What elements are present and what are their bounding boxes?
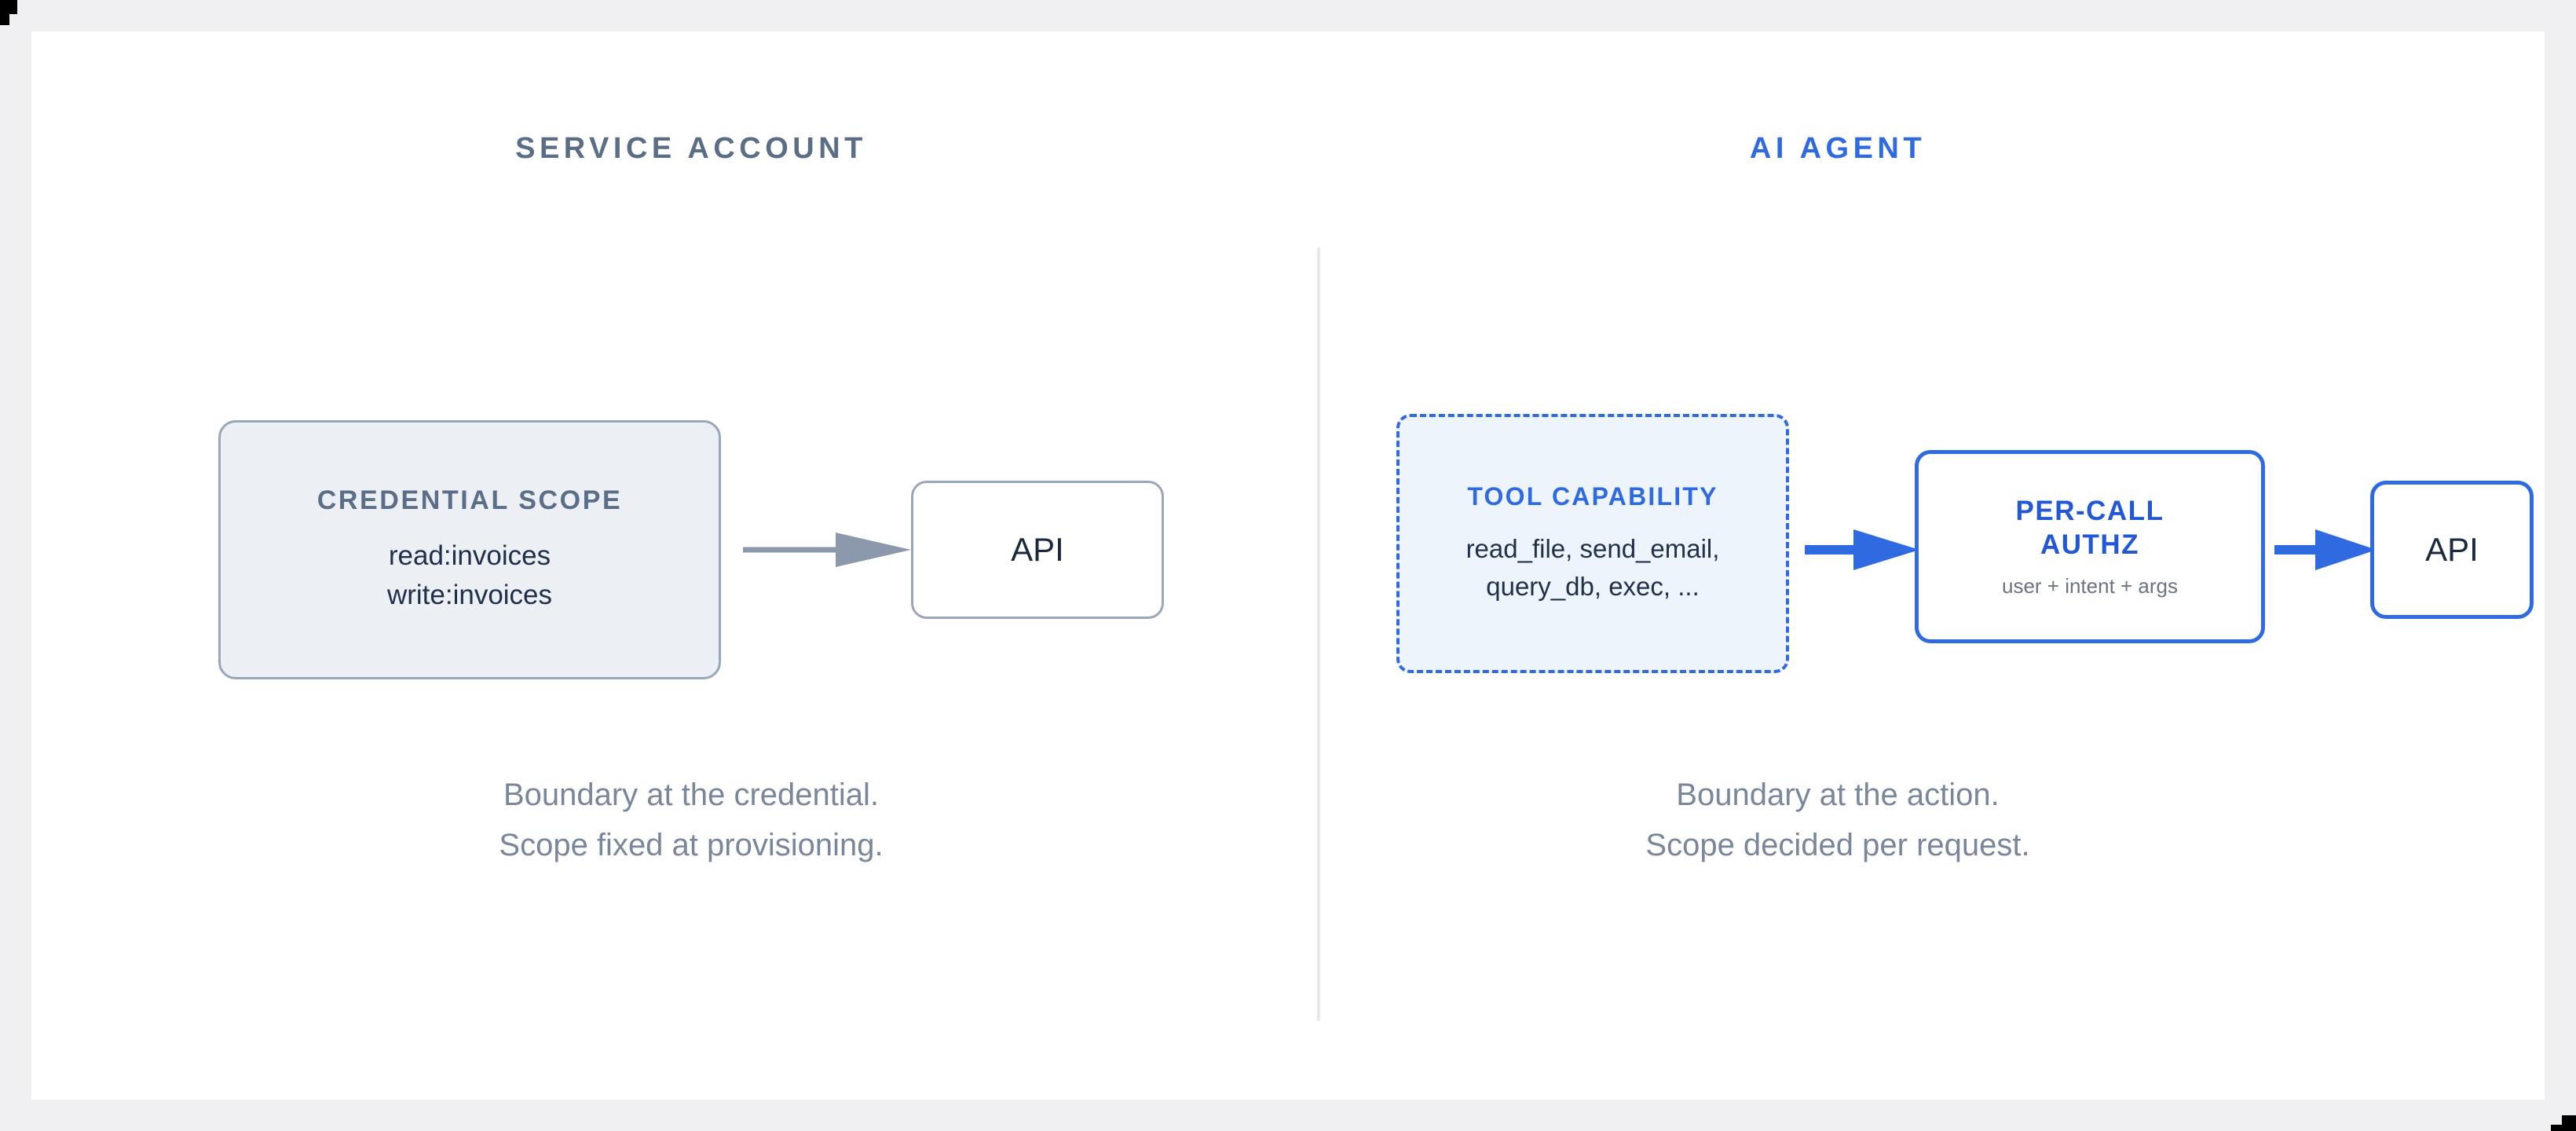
arrow-credential-to-api-icon [743,533,911,567]
caption-right: Boundary at the action. Scope decided pe… [1367,770,2309,870]
panel-heading-ai-agent: AI AGENT [1749,132,1927,165]
arrow-tool-to-authz-icon [1805,529,1919,570]
credential-scope-box: CREDENTIAL SCOPE read:invoices write:inv… [218,420,721,679]
caption-left-line1: Boundary at the credential. [503,778,880,812]
tool-capability-title: TOOL CAPABILITY [1467,481,1718,511]
per-call-authz-title-line2: AUTHZ [2040,529,2140,560]
per-call-authz-box: PER-CALL AUTHZ user + intent + args [1915,450,2265,643]
panel-heading-service-account: SERVICE ACCOUNT [515,132,867,165]
caption-right-line1: Boundary at the action. [1676,778,2000,812]
corner-marker-top-left [0,0,17,14]
per-call-authz-title-line1: PER-CALL [2015,495,2164,526]
credential-scope-title: CREDENTIAL SCOPE [317,485,623,515]
tool-capability-line-2: query_db, exec, ... [1486,571,1700,601]
per-call-authz-subtitle: user + intent + args [2001,574,2179,598]
api-box-left: API [911,481,1164,619]
corner-marker-bottom-right-2 [2551,1125,2562,1131]
corner-marker-bottom-right [2562,1115,2576,1131]
corner-marker-top-left-2 [0,14,9,25]
api-label-left: API [1011,531,1064,568]
panel-divider [1317,247,1320,1021]
api-label-right: API [2425,531,2479,568]
tool-capability-box: TOOL CAPABILITY read_file, send_email, q… [1396,414,1789,673]
caption-right-line2: Scope decided per request. [1645,828,2030,862]
credential-scope-item-read: read:invoices [388,540,551,571]
caption-left-line2: Scope fixed at provisioning. [499,828,884,862]
api-box-right: API [2370,481,2534,619]
tool-capability-line-1: read_file, send_email, [1465,533,1720,563]
caption-left: Boundary at the credential. Scope fixed … [220,770,1162,870]
diagram-canvas: SERVICE ACCOUNT AI AGENT CREDENTIAL SCOP… [31,31,2545,1100]
credential-scope-item-write: write:invoices [386,579,553,610]
arrow-authz-to-api-icon [2274,529,2377,570]
